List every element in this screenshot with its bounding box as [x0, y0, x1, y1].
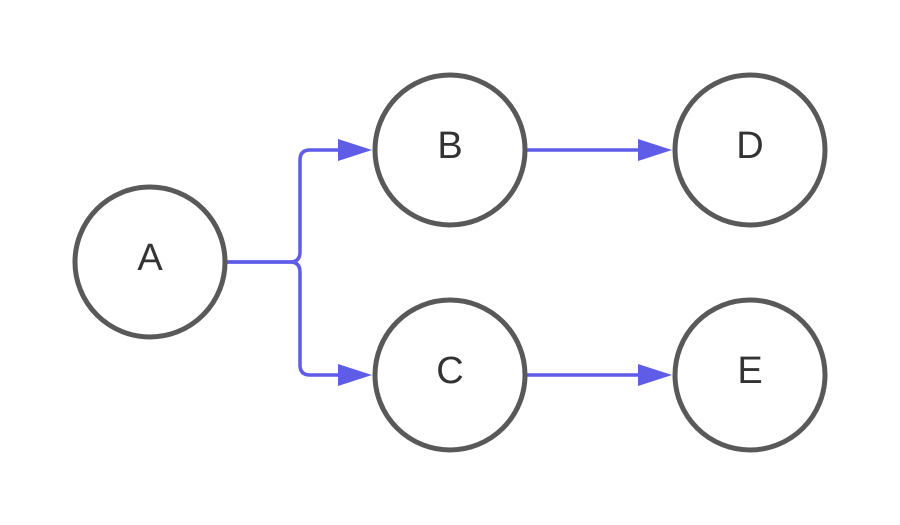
edge-a-to-b-arrowhead: [338, 139, 372, 161]
node-b-circle: [372, 72, 528, 228]
edge-b-to-d-arrowhead: [638, 139, 672, 161]
node-c-label: C: [436, 350, 463, 392]
node-e[interactable]: E: [672, 297, 828, 453]
edges-group: [226, 139, 672, 386]
edge-a-to-b: [226, 148, 340, 264]
node-e-circle: [672, 297, 828, 453]
node-a-circle: [72, 184, 228, 340]
node-a[interactable]: A: [72, 184, 228, 340]
node-b-label: B: [437, 125, 462, 167]
nodes-group: A B C D E: [72, 72, 828, 453]
node-c[interactable]: C: [372, 297, 528, 453]
node-d[interactable]: D: [672, 72, 828, 228]
node-d-label: D: [736, 125, 763, 167]
node-e-label: E: [737, 350, 762, 392]
node-c-circle: [372, 297, 528, 453]
node-a-label: A: [137, 237, 163, 279]
node-b[interactable]: B: [372, 72, 528, 228]
edge-a-to-c: [226, 260, 340, 377]
edge-a-to-c-arrowhead: [338, 364, 372, 386]
node-d-circle: [672, 72, 828, 228]
edge-c-to-e-arrowhead: [638, 364, 672, 386]
